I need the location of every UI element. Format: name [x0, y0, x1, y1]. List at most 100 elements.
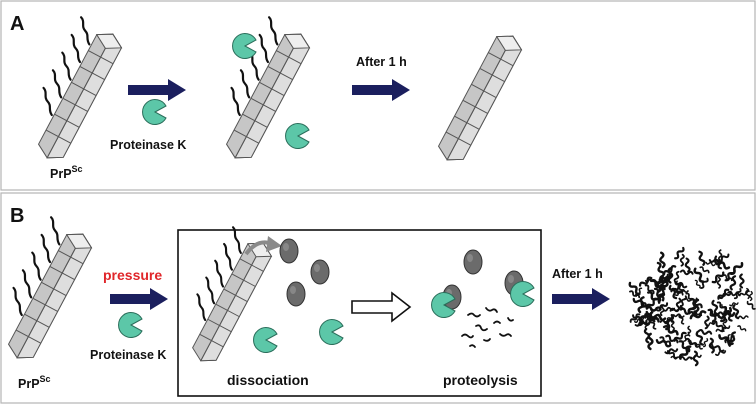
- peptide-fragment: [716, 276, 722, 289]
- panel-b-prpsc-label: PrPSc: [18, 374, 51, 391]
- panel-b-digested-fragments: [628, 246, 756, 367]
- panel-a-pk-bottom: [285, 123, 310, 149]
- panel-b-arrow-1: [110, 288, 168, 310]
- panel-a-arrow-2: [352, 79, 410, 101]
- peptide-fragment: [697, 328, 713, 336]
- panel-a-arrow-1: [128, 79, 186, 101]
- peptide-fragment: [670, 355, 681, 360]
- panel-b-pk-4: [510, 281, 535, 307]
- peptide-fragment: [656, 302, 669, 312]
- peptide-fragment: [637, 296, 645, 314]
- panel-a-frame: [0, 0, 756, 191]
- peptide-fragment: [634, 317, 644, 324]
- panel-b-monomer-4: [463, 249, 483, 275]
- peptide-fragment: [717, 288, 730, 300]
- peptide-fragment: [729, 275, 737, 291]
- panel-b-dissociation-label: dissociation: [227, 372, 309, 388]
- peptide-fragment: [644, 319, 649, 330]
- peptide-fragment: [648, 307, 658, 316]
- peptide-fragment: [679, 356, 693, 361]
- peptide-fragment: [724, 268, 736, 282]
- peptide-fragment: [692, 350, 699, 367]
- panel-b-peptide-fragments: [461, 307, 514, 348]
- peptide-fragment: [721, 304, 730, 312]
- peptide-fragment: [629, 290, 641, 299]
- peptide-fragment: [722, 321, 727, 332]
- peptide-fragment: [707, 308, 721, 319]
- peptide-fragment: [642, 315, 659, 322]
- panel-b-monomer-3: [286, 281, 306, 307]
- peptide-fragment: [674, 281, 688, 289]
- peptide-fragment: [662, 325, 679, 336]
- peptide-fragment: [665, 334, 679, 344]
- peptide-fragment: [737, 325, 747, 332]
- peptide-fragment: [700, 277, 709, 289]
- peptide-fragment: [657, 284, 666, 301]
- peptide-fragment: [711, 299, 719, 316]
- peptide-fragment: [717, 253, 730, 263]
- peptide-fragment: [679, 307, 695, 316]
- peptide-fragment: [714, 259, 731, 270]
- peptide-fragment: [727, 290, 740, 297]
- peptide-fragment: [727, 331, 737, 347]
- peptide-fragment: [678, 314, 685, 325]
- peptide-fragment: [684, 257, 691, 273]
- peptide-fragment: [664, 348, 679, 355]
- panel-a-letter: A: [10, 13, 24, 35]
- peptide-fragment: [712, 320, 724, 330]
- panel-b-release-arrowhead: [266, 236, 282, 252]
- peptide-fragment: [678, 340, 691, 353]
- peptide-fragment: [703, 338, 709, 348]
- peptide-fragment: [656, 261, 665, 278]
- peptide-fragment: [679, 269, 694, 276]
- peptide-fragment: [668, 284, 678, 300]
- panel-a-enzyme-label: Proteinase K: [110, 138, 186, 152]
- peptide-fragment: [628, 281, 641, 296]
- peptide-fragment: [665, 313, 675, 331]
- peptide-fragment: [716, 301, 727, 311]
- peptide-fragment: [669, 306, 684, 313]
- panel-b-letter: B: [10, 205, 24, 227]
- peptide-fragment: [674, 246, 685, 260]
- panel-b-arrow-2: [552, 288, 610, 310]
- peptide-fragment: [694, 279, 701, 289]
- peptide-fragment: [737, 315, 749, 320]
- peptide-fragment: [679, 253, 685, 267]
- peptide-fragment: [749, 290, 753, 302]
- peptide-fragment: [643, 327, 651, 344]
- panel-a-pk-top: [232, 33, 257, 60]
- peptide-fragment: [673, 270, 680, 283]
- peptide-fragment: [689, 310, 707, 320]
- panel-b-pk-2: [319, 319, 344, 345]
- peptide-fragment: [632, 297, 647, 308]
- peptide-fragment: [663, 273, 671, 283]
- peptide-fragment: [738, 289, 750, 297]
- peptide-fragment: [733, 288, 742, 300]
- panel-b-fibril-initial: [3, 216, 96, 365]
- panel-b-monomer-2: [310, 259, 330, 285]
- panel-b-hollow-arrow: [351, 291, 412, 323]
- panel-a-time-label: After 1 h: [356, 55, 407, 69]
- panel-b-proteinase-k-icon: [118, 312, 143, 338]
- peptide-fragment: [705, 261, 716, 267]
- panel-a-fibril-initial: [33, 16, 126, 165]
- peptide-fragment: [689, 298, 703, 309]
- peptide-fragment: [655, 339, 672, 348]
- peptide-fragment: [746, 300, 756, 310]
- peptide-fragment: [739, 273, 745, 289]
- peptide-fragment: [732, 304, 740, 320]
- peptide-fragment: [629, 313, 641, 323]
- peptide-fragment: [672, 313, 685, 318]
- peptide-fragment: [693, 267, 705, 283]
- peptide-fragment: [673, 331, 687, 342]
- peptide-fragment: [708, 337, 715, 354]
- peptide-fragment: [729, 302, 739, 307]
- peptide-fragment: [657, 292, 666, 303]
- peptide-fragment: [711, 313, 717, 324]
- panel-a-fibril-core: [434, 29, 526, 167]
- peptide-fragment: [644, 284, 655, 295]
- peptide-fragment: [674, 288, 685, 297]
- peptide-fragment: [670, 283, 683, 293]
- panel-b-frame: [0, 192, 756, 404]
